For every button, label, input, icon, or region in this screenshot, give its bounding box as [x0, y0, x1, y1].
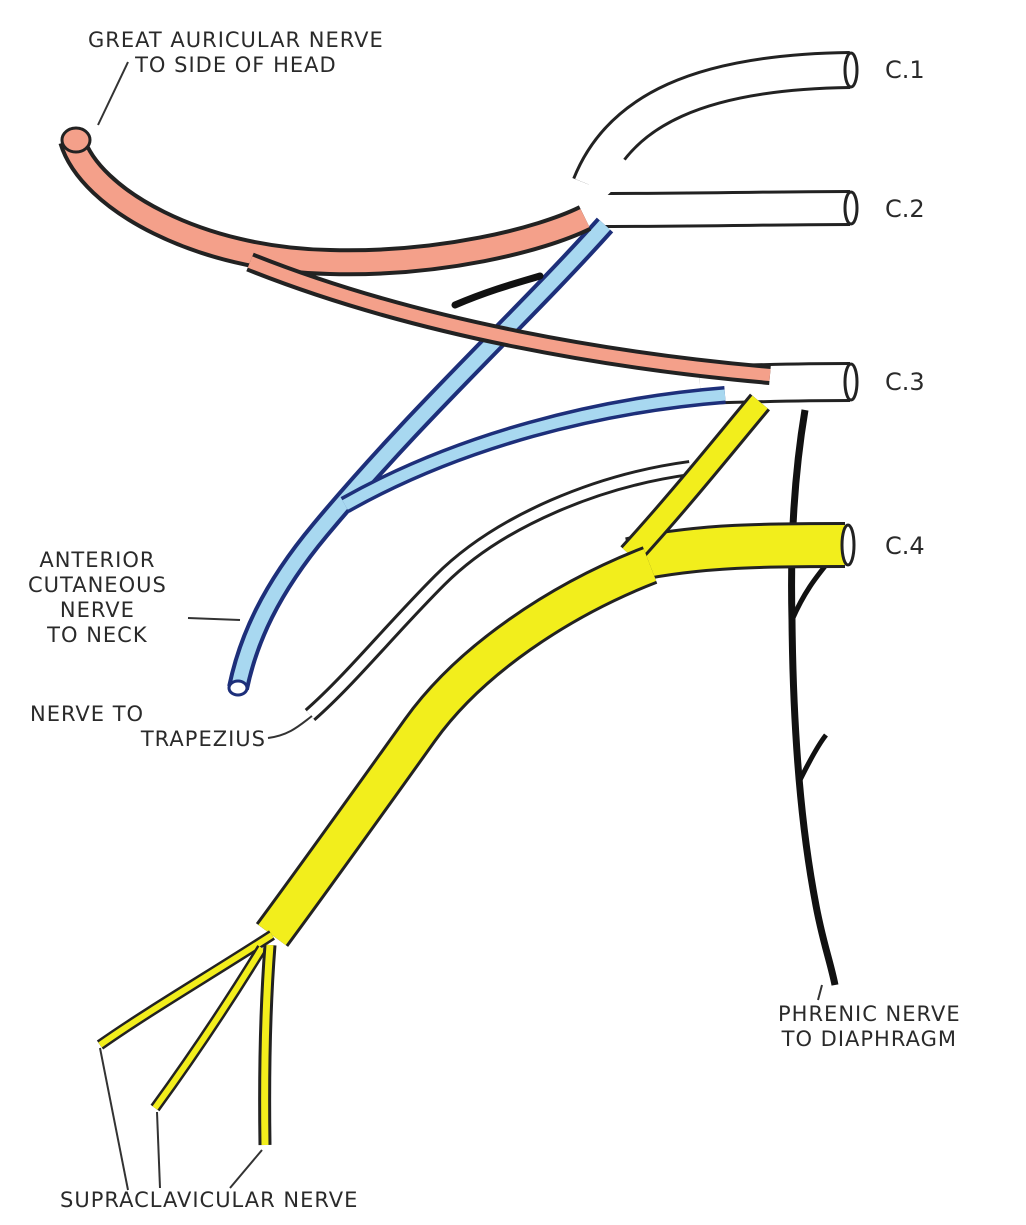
- label-great-auricular-nerve: GREAT AURICULAR NERVE TO SIDE OF HEAD: [88, 28, 384, 78]
- leader-phrenic: [818, 985, 822, 1000]
- label-anterior-cutaneous-line2: CUTANEOUS: [28, 573, 167, 598]
- label-supraclavicular-text: SUPRACLAVICULAR NERVE: [60, 1188, 358, 1213]
- leader-trapezius: [268, 716, 312, 738]
- root-label-c2: C.2: [885, 195, 925, 223]
- phrenic-nerve: [792, 410, 835, 985]
- label-nerve-to-trapezius: NERVE TO TRAPEZIUS: [30, 702, 266, 752]
- label-anterior-cutaneous-line3: NERVE: [28, 598, 167, 623]
- label-anterior-cutaneous-nerve: ANTERIOR CUTANEOUS NERVE TO NECK: [28, 548, 167, 648]
- great-auricular-nerve: [62, 128, 770, 375]
- label-trapezius-line1: NERVE TO: [30, 702, 266, 727]
- root-c2-nerve: [590, 192, 857, 224]
- label-great-auricular-line2: TO SIDE OF HEAD: [88, 53, 384, 78]
- leader-supraclavicular-3: [230, 1150, 262, 1188]
- label-phrenic-nerve: PHRENIC NERVE TO DIAPHRAGM: [778, 1002, 961, 1052]
- label-great-auricular-line1: GREAT AURICULAR NERVE: [88, 28, 384, 53]
- label-phrenic-line1: PHRENIC NERVE: [778, 1002, 961, 1027]
- label-trapezius-line2: TRAPEZIUS: [30, 727, 266, 752]
- label-anterior-cutaneous-line4: TO NECK: [28, 623, 167, 648]
- leader-supraclavicular-2: [157, 1112, 160, 1188]
- label-anterior-cutaneous-line1: ANTERIOR: [28, 548, 167, 573]
- label-phrenic-line2: TO DIAPHRAGM: [778, 1027, 961, 1052]
- leader-anterior-cutaneous: [188, 618, 240, 620]
- root-label-c4: C.4: [885, 532, 925, 560]
- supraclavicular-nerve: [100, 402, 854, 1145]
- root-label-c1: C.1: [885, 56, 925, 84]
- root-label-c3: C.3: [885, 368, 925, 396]
- leader-supraclavicular-1: [100, 1048, 128, 1190]
- label-supraclavicular-nerve: SUPRACLAVICULAR NERVE: [60, 1188, 358, 1213]
